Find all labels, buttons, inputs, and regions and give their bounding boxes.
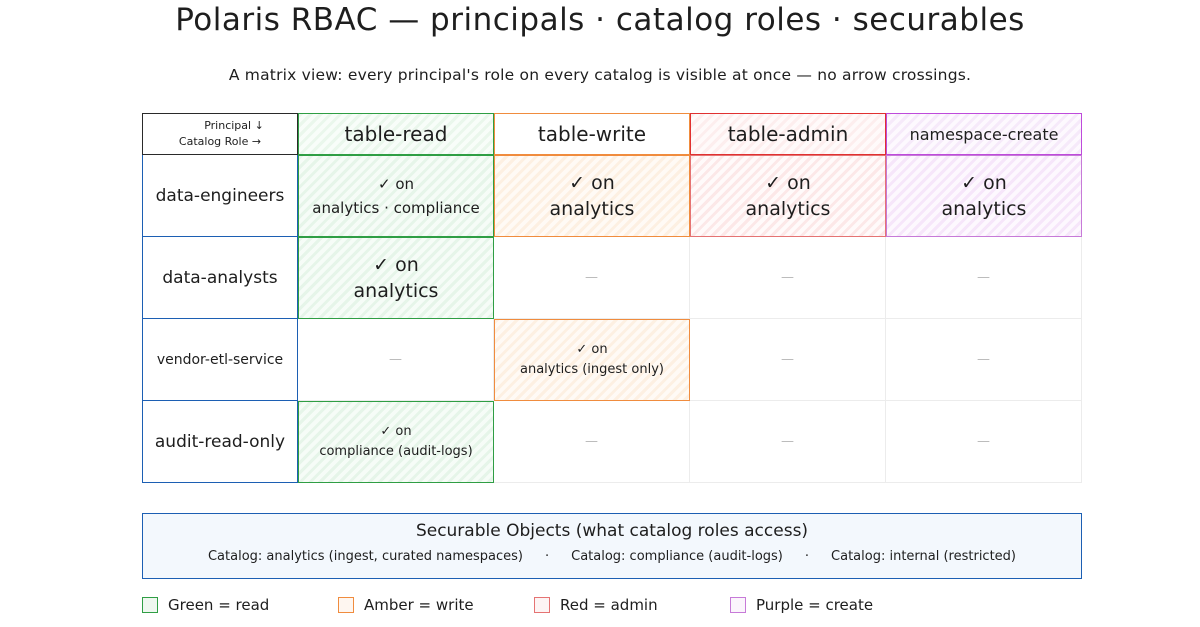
cell-check: ✓ on <box>373 254 419 276</box>
cell-data-engineers-table-write: ✓ on analytics <box>494 155 690 237</box>
legend-swatch-amber <box>338 597 354 613</box>
legend-item-admin: Red = admin <box>534 594 730 616</box>
empty-dash: — <box>977 352 990 367</box>
cell-data-engineers-namespace-create: ✓ on analytics <box>886 155 1082 237</box>
corner-header: Principal ↓ Catalog Role → <box>142 113 298 155</box>
cell-target: analytics <box>941 198 1027 220</box>
cell-vendor-etl-table-write: ✓ on analytics (ingest only) <box>494 319 690 401</box>
corner-principal-label: Principal ↓ <box>204 119 264 132</box>
column-header-table-admin: table-admin <box>690 113 886 155</box>
securables-list: Catalog: analytics (ingest, curated name… <box>143 549 1081 564</box>
cell-data-analysts-table-admin: — <box>690 237 886 319</box>
legend-item-write: Amber = write <box>338 594 534 616</box>
cell-data-engineers-table-admin: ✓ on analytics <box>690 155 886 237</box>
cell-data-analysts-table-read: ✓ on analytics <box>298 237 494 319</box>
row-label-audit-read-only: audit-read-only <box>142 401 298 483</box>
cell-check: ✓ on <box>961 172 1007 194</box>
cell-vendor-etl-table-read: — <box>298 319 494 401</box>
row-label-vendor-etl-service: vendor-etl-service <box>142 319 298 401</box>
legend-label-read: Green = read <box>168 596 270 614</box>
securables-title: Securable Objects (what catalog roles ac… <box>415 521 809 541</box>
cell-target: analytics <box>549 198 635 220</box>
legend-item-read: Green = read <box>142 594 338 616</box>
row-label-data-analysts: data-analysts <box>142 237 298 319</box>
legend-swatch-red <box>534 597 550 613</box>
cell-target: compliance (audit-logs) <box>319 444 473 459</box>
cell-target: analytics (ingest only) <box>520 362 664 377</box>
cell-audit-read-only-table-write: — <box>494 401 690 483</box>
securable-catalog-internal: Catalog: internal (restricted) <box>831 549 1017 564</box>
cell-data-analysts-table-write: — <box>494 237 690 319</box>
empty-dash: — <box>585 270 598 285</box>
diagram-subtitle: A matrix view: every principal's role on… <box>228 66 972 84</box>
cell-check: ✓ on <box>377 175 415 193</box>
empty-dash: — <box>781 270 794 285</box>
empty-dash: — <box>977 270 990 285</box>
cell-audit-read-only-table-admin: — <box>690 401 886 483</box>
legend-swatch-purple <box>730 597 746 613</box>
cell-audit-read-only-namespace-create: — <box>886 401 1082 483</box>
empty-dash: — <box>781 434 794 449</box>
cell-audit-read-only-table-read: ✓ on compliance (audit-logs) <box>298 401 494 483</box>
column-header-table-write: table-write <box>494 113 690 155</box>
cell-check: ✓ on <box>576 342 608 357</box>
cell-vendor-etl-namespace-create: — <box>886 319 1082 401</box>
legend-swatch-green <box>142 597 158 613</box>
column-header-namespace-create: namespace-create <box>886 113 1082 155</box>
empty-dash: — <box>781 352 794 367</box>
legend-label-admin: Red = admin <box>560 596 658 614</box>
corner-role-label: Catalog Role → <box>178 135 262 148</box>
separator-dot: · <box>804 549 810 564</box>
legend-item-create: Purple = create <box>730 594 926 616</box>
legend-label-create: Purple = create <box>756 596 874 614</box>
cell-target: analytics · compliance <box>312 199 480 217</box>
cell-target: analytics <box>353 280 439 302</box>
cell-check: ✓ on <box>380 424 412 439</box>
cell-target: analytics <box>745 198 831 220</box>
securable-catalog-compliance: Catalog: compliance (audit-logs) <box>571 549 783 564</box>
cell-vendor-etl-table-admin: — <box>690 319 886 401</box>
column-header-table-read: table-read <box>298 113 494 155</box>
cell-check: ✓ on <box>765 172 811 194</box>
securable-objects-box: Securable Objects (what catalog roles ac… <box>142 513 1082 579</box>
securable-catalog-analytics: Catalog: analytics (ingest, curated name… <box>207 549 523 564</box>
cell-data-analysts-namespace-create: — <box>886 237 1082 319</box>
empty-dash: — <box>389 352 402 367</box>
diagram-title: Polaris RBAC — principals · catalog role… <box>175 2 1025 38</box>
color-legend: Green = read Amber = write Red = admin P… <box>142 594 1042 616</box>
cell-data-engineers-table-read: ✓ on analytics · compliance <box>298 155 494 237</box>
row-label-data-engineers: data-engineers <box>142 155 298 237</box>
cell-check: ✓ on <box>569 172 615 194</box>
empty-dash: — <box>585 434 598 449</box>
separator-dot: · <box>544 549 550 564</box>
legend-label-write: Amber = write <box>364 596 474 614</box>
rbac-matrix: Principal ↓ Catalog Role → table-read ta… <box>142 113 1082 483</box>
empty-dash: — <box>977 434 990 449</box>
